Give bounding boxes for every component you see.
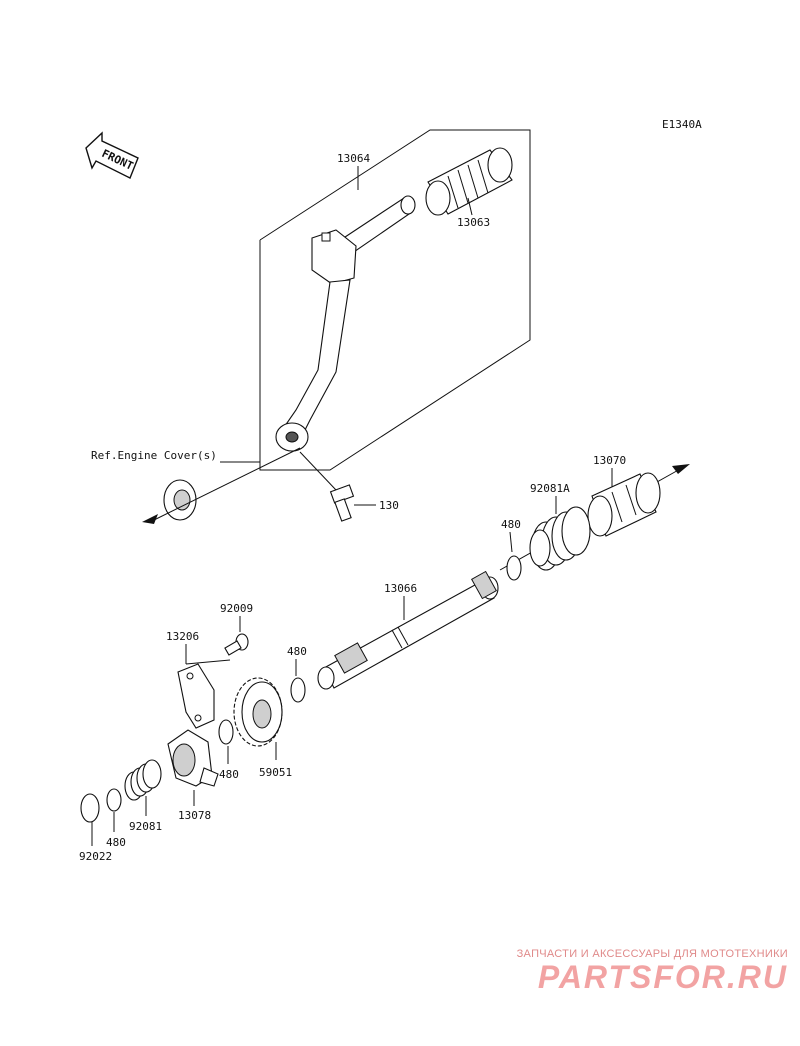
part-label-13066[interactable]: 13066 — [384, 582, 417, 595]
part-label-13078[interactable]: 13078 — [178, 809, 211, 822]
kick-pedal-rubber[interactable] — [425, 147, 513, 216]
part-label-480-c[interactable]: 480 — [219, 768, 239, 781]
watermark-tagline: ЗАПЧАСТИ И АКСЕССУАРЫ ДЛЯ МОТОТЕХНИКИ — [516, 948, 788, 960]
circlip-480-c[interactable] — [218, 719, 234, 745]
diagram-code: E1340A — [662, 118, 702, 131]
ref-engine-cover-label: Ref.Engine Cover(s) — [91, 449, 217, 462]
part-label-480-a[interactable]: 480 — [501, 518, 521, 531]
part-label-480-b[interactable]: 480 — [287, 645, 307, 658]
part-label-13063[interactable]: 13063 — [457, 216, 490, 229]
part-label-13206[interactable]: 13206 — [166, 630, 199, 643]
circlip-480-a[interactable] — [506, 555, 522, 581]
watermark-brand: PARTSFOR.RU — [537, 959, 788, 995]
kick-spring-92081A[interactable] — [529, 506, 591, 571]
part-label-480-d[interactable]: 480 — [106, 836, 126, 849]
part-label-92022[interactable]: 92022 — [79, 850, 112, 863]
part-label-13064[interactable]: 13064 — [337, 152, 370, 165]
circlip-480-b[interactable] — [290, 677, 306, 703]
kick-pedal-arm[interactable] — [275, 195, 416, 452]
part-label-92009[interactable]: 92009 — [220, 602, 253, 615]
stopper-plate-13206[interactable] — [177, 663, 215, 729]
circlip-480-d[interactable] — [106, 788, 122, 812]
washer-92022[interactable] — [80, 793, 100, 823]
part-label-13070[interactable]: 13070 — [593, 454, 626, 467]
kick-gear-59051[interactable] — [233, 677, 283, 747]
bolt-130[interactable] — [329, 484, 355, 522]
part-label-59051[interactable]: 59051 — [259, 766, 292, 779]
part-label-92081[interactable]: 92081 — [129, 820, 162, 833]
screw-92009[interactable] — [224, 633, 249, 656]
spring-92081[interactable] — [124, 759, 162, 801]
front-arrow-icon: FRONT — [85, 131, 139, 179]
kick-guide-13070[interactable] — [587, 472, 661, 537]
part-label-130[interactable]: 130 — [379, 499, 399, 512]
kick-shaft-13066[interactable] — [317, 570, 499, 690]
oil-seal — [163, 479, 197, 521]
ratchet-13078[interactable] — [167, 729, 219, 787]
watermark: ЗАПЧАСТИ И АКСЕССУАРЫ ДЛЯ МОТОТЕХНИКИ PA… — [488, 948, 788, 994]
part-label-92081A[interactable]: 92081A — [530, 482, 570, 495]
